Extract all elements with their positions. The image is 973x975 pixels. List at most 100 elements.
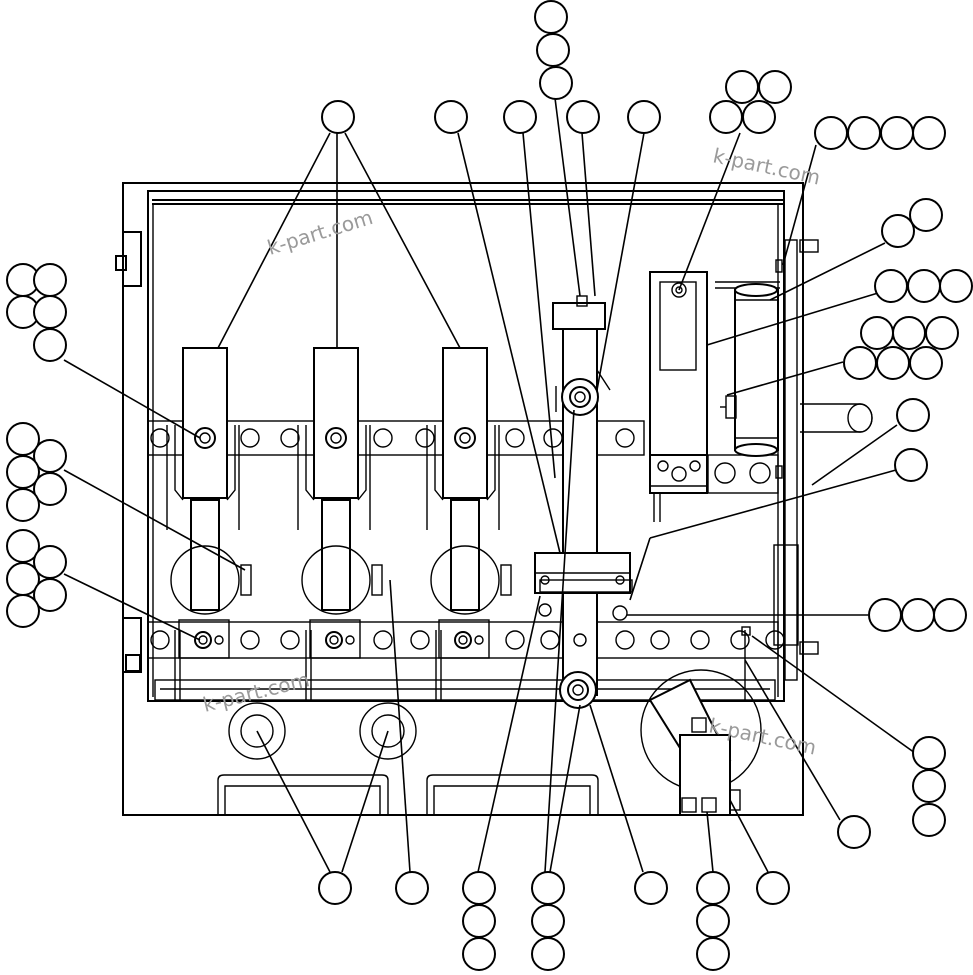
busbar-hole [240,428,260,448]
callout-balloon [758,70,792,104]
callout-balloon [531,871,565,905]
fuse-assembly [166,347,252,659]
fuse-body [450,499,480,611]
busbar-hole [410,630,430,650]
callout-balloon [462,871,496,905]
callout-balloon [912,803,946,837]
callout-balloon [912,769,946,803]
bolt [325,427,347,449]
terminal-screw [345,635,355,645]
bolt [454,427,476,449]
busbar-hole [240,630,260,650]
callout-balloon [876,346,910,380]
terminal-block [438,619,490,659]
busbar-hole [505,428,525,448]
fuse-holder [313,347,359,499]
callout-balloon [837,815,871,849]
clip [434,425,496,501]
callout-balloon [860,316,894,350]
side-bracket [297,425,371,530]
left-latch [115,231,142,673]
watermarks: k-part.com k-part.com k-part.com k-part.… [200,143,822,759]
fuse-holder [182,347,228,499]
callout-balloon [33,295,67,329]
terminal-bolt-center [329,635,339,645]
relay-unit [649,271,780,522]
busbar-hole [650,630,670,650]
callout-balloons [6,0,973,971]
callout-balloon [33,578,67,612]
callout-balloon [627,100,661,134]
callout-balloon [696,937,730,971]
callout-balloon [696,904,730,938]
busbar-hole [415,428,435,448]
busbar-hole [150,630,170,650]
capacitor [720,283,779,457]
fuse-holder [442,347,488,499]
side-terminal [240,564,252,596]
busbar-hole [150,428,170,448]
callout-balloon [894,448,928,482]
terminal-bolt [194,631,212,649]
callout-balloon [939,269,973,303]
callout-balloon [847,116,881,150]
callout-balloon [709,100,743,134]
callout-balloon [566,100,600,134]
exhaust-pipe [800,403,873,433]
callout-balloon [321,100,355,134]
fuse-disc [430,545,500,615]
terminal-block [309,619,361,659]
callout-balloon [531,937,565,971]
callout-balloon [925,316,959,350]
callout-balloon [756,871,790,905]
watermark-text: k-part.com [264,205,375,260]
bottom-openings [217,702,599,815]
busbar-hole [615,630,635,650]
side-bracket [166,425,240,530]
side-terminal [500,564,512,596]
callout-balloon [814,116,848,150]
callout-balloon [896,398,930,432]
callout-balloon [909,198,943,232]
terminal-block [178,619,230,659]
busbar-hole [280,428,300,448]
right-bracket [773,239,819,681]
terminal-bolt [454,631,472,649]
callout-balloon [742,100,776,134]
callout-balloon [33,263,67,297]
busbar-hole [543,428,563,448]
fuse-body [321,499,351,611]
busbar-hole [615,428,635,448]
clip [174,425,236,501]
callout-balloon [909,346,943,380]
cabinet-housing [122,182,804,816]
bolt [194,427,216,449]
callout-balloon [33,328,67,362]
callout-balloon [462,904,496,938]
fuse-body [190,499,220,611]
side-bracket [426,425,500,530]
terminal-screw [474,635,484,645]
support-rods [174,626,751,700]
busbar-hole [505,630,525,650]
callout-balloon [33,472,67,506]
busbar-hole [373,428,393,448]
callout-balloon [907,269,941,303]
bolt-center [330,432,342,444]
busbar-hole [540,630,560,650]
busbar-hole [690,630,710,650]
callout-balloon [539,66,573,100]
callout-balloon [462,937,496,971]
fuse-disc [170,545,240,615]
callout-balloon [843,346,877,380]
watermark-text: k-part.com [200,667,311,717]
busbar-hole [280,630,300,650]
callout-balloon [6,594,40,628]
callout-balloon [933,598,967,632]
busbar-hole [373,630,393,650]
terminal-screw [214,635,224,645]
callout-balloon [534,0,568,34]
clip [305,425,367,501]
callout-balloon [531,904,565,938]
